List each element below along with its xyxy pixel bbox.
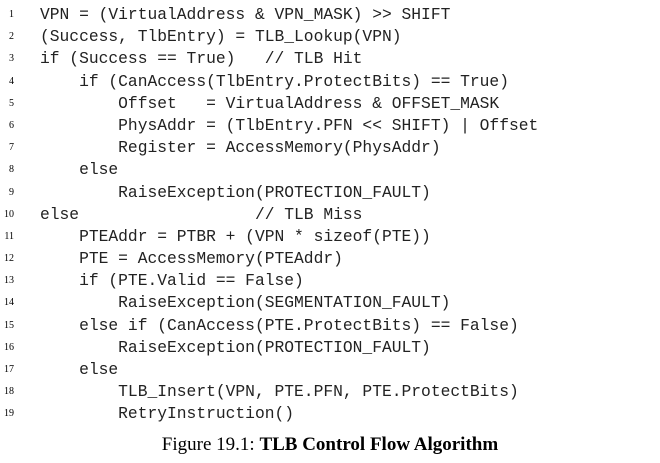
code-text: else // TLB Miss <box>40 204 363 224</box>
code-text: Register = AccessMemory(PhysAddr) <box>40 138 441 158</box>
code-line: 9 RaiseException(PROTECTION_FAULT) <box>0 182 660 204</box>
code-line: 1 VPN = (VirtualAddress & VPN_MASK) >> SH… <box>0 4 660 26</box>
code-text: RaiseException(SEGMENTATION_FAULT) <box>40 293 451 313</box>
line-number: 19 <box>4 408 14 420</box>
line-number: 9 <box>9 186 14 198</box>
line-number: 5 <box>9 97 14 109</box>
line-number: 4 <box>9 75 14 87</box>
line-number: 18 <box>4 386 14 398</box>
line-number: 6 <box>9 119 14 131</box>
code-line: 3 if (Success == True) // TLB Hit <box>0 48 660 70</box>
code-text: else <box>40 160 119 180</box>
code-line: 19 RetryInstruction() <box>0 403 660 425</box>
code-line: 4 if (CanAccess(TlbEntry.ProtectBits) ==… <box>0 71 660 93</box>
code-text: else <box>40 360 119 379</box>
line-number: 16 <box>4 341 14 353</box>
code-line: 17 else <box>0 359 660 381</box>
code-text: PTEAddr = PTBR + (VPN * sizeof(PTE)) <box>40 226 431 246</box>
code-text: Offset = VirtualAddress & OFFSET_MASK <box>40 93 500 113</box>
code-line: 11 PTEAddr = PTBR + (VPN * sizeof(PTE)) <box>0 226 660 248</box>
code-text: VPN = (VirtualAddress & VPN_MASK) >> SHI… <box>40 5 451 24</box>
code-line: 16 RaiseException(PROTECTION_FAULT) <box>0 337 660 359</box>
line-number: 8 <box>9 164 14 176</box>
line-number: 14 <box>4 297 14 309</box>
code-listing: 1 VPN = (VirtualAddress & VPN_MASK) >> SH… <box>0 4 660 426</box>
code-text: PTE = AccessMemory(PTEAddr) <box>40 249 343 269</box>
code-text: if (CanAccess(TlbEntry.ProtectBits) == T… <box>40 71 509 91</box>
code-text: RaiseException(PROTECTION_FAULT) <box>40 337 431 357</box>
code-line: 8 else <box>0 159 660 181</box>
figure-caption: Figure 19.1: TLB Control Flow Algorithm <box>0 434 660 456</box>
code-line: 7 Register = AccessMemory(PhysAddr) <box>0 137 660 159</box>
caption-title: TLB Control Flow Algorithm <box>259 434 499 455</box>
code-line: 18 TLB_Insert(VPN, PTE.PFN, PTE.ProtectB… <box>0 381 660 403</box>
line-number: 11 <box>4 230 14 242</box>
line-number: 13 <box>4 275 14 287</box>
code-line: 13 if (PTE.Valid == False) <box>0 270 660 292</box>
code-line: 6 PhysAddr = (TlbEntry.PFN << SHIFT) | O… <box>0 115 660 137</box>
code-text: if (PTE.Valid == False) <box>40 271 304 291</box>
line-number: 15 <box>4 319 14 331</box>
code-text: else if (CanAccess(PTE.ProtectBits) == F… <box>40 315 519 335</box>
line-number: 10 <box>4 208 14 220</box>
code-text: if (Success == True) // TLB Hit <box>40 49 363 69</box>
code-text: RetryInstruction() <box>40 404 295 424</box>
caption-prefix: Figure 19.1: <box>161 434 260 455</box>
code-line: 5 Offset = VirtualAddress & OFFSET_MASK <box>0 93 660 115</box>
code-text: PhysAddr = (TlbEntry.PFN << SHIFT) | Off… <box>40 115 539 135</box>
code-text: RaiseException(PROTECTION_FAULT) <box>40 182 431 202</box>
line-number: 1 <box>9 9 14 20</box>
code-line: 15 else if (CanAccess(PTE.ProtectBits) =… <box>0 315 660 337</box>
code-text: (Success, TlbEntry) = TLB_Lookup(VPN) <box>40 27 402 47</box>
code-line: 2 (Success, TlbEntry) = TLB_Lookup(VPN) <box>0 26 660 48</box>
code-line: 10 else // TLB Miss <box>0 204 660 226</box>
line-number: 2 <box>9 31 14 43</box>
code-line: 14 RaiseException(SEGMENTATION_FAULT) <box>0 292 660 314</box>
line-number: 7 <box>9 142 14 154</box>
code-text: TLB_Insert(VPN, PTE.PFN, PTE.ProtectBits… <box>40 382 519 402</box>
line-number: 12 <box>4 253 14 265</box>
code-line: 12 PTE = AccessMemory(PTEAddr) <box>0 248 660 270</box>
line-number: 17 <box>4 364 14 375</box>
line-number: 3 <box>9 53 14 65</box>
